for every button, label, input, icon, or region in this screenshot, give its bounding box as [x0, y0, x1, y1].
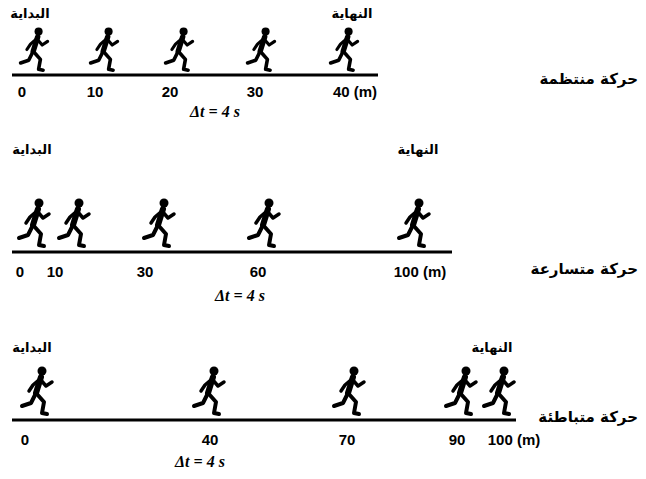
distance-mark: 30: [137, 263, 154, 280]
distance-mark: 40: [202, 431, 219, 448]
distance-mark: 20: [162, 83, 179, 100]
track-line: [12, 251, 452, 254]
motion-type: حركة منتظمة: [540, 71, 638, 88]
start-label: البداية: [10, 7, 49, 22]
runner: [21, 27, 48, 70]
end-label: النهاية: [398, 143, 439, 158]
runner: [248, 27, 275, 70]
distance-mark: 0: [21, 431, 29, 448]
time-interval: Δt = 4 s: [175, 453, 225, 471]
runner: [166, 27, 193, 70]
start-label: البداية: [12, 341, 51, 356]
distance-mark: 10: [87, 83, 104, 100]
runner: [334, 367, 364, 415]
distance-mark: 10: [47, 263, 64, 280]
time-interval: Δt = 4 s: [190, 103, 240, 121]
runner: [194, 367, 224, 415]
runner: [144, 199, 174, 247]
runner: [22, 367, 52, 415]
runner: [399, 199, 429, 247]
track-line: [12, 74, 378, 77]
runner: [249, 199, 279, 247]
end-label: النهاية: [472, 341, 513, 356]
runner: [331, 27, 358, 70]
time-interval: Δt = 4 s: [215, 287, 265, 305]
runner: [484, 367, 514, 415]
runner: [19, 199, 49, 247]
track-line: [12, 419, 516, 422]
distance-mark: 0: [18, 83, 26, 100]
distance-mark: 30: [247, 83, 264, 100]
runner: [59, 199, 89, 247]
distance-mark: 60: [250, 263, 267, 280]
end-label: النهاية: [332, 7, 373, 22]
distance-mark: 40 (m): [333, 83, 377, 100]
motion-type: حركة متباطئة: [538, 409, 638, 426]
motion-type: حركة متسارعة: [531, 261, 638, 278]
runner: [446, 367, 476, 415]
distance-mark: 100 (m): [488, 431, 541, 448]
distance-mark: 0: [16, 263, 24, 280]
distance-mark: 70: [339, 431, 356, 448]
start-label: البداية: [12, 143, 51, 158]
distance-mark: 100 (m): [394, 263, 447, 280]
distance-mark: 90: [449, 431, 466, 448]
runner: [91, 27, 118, 70]
